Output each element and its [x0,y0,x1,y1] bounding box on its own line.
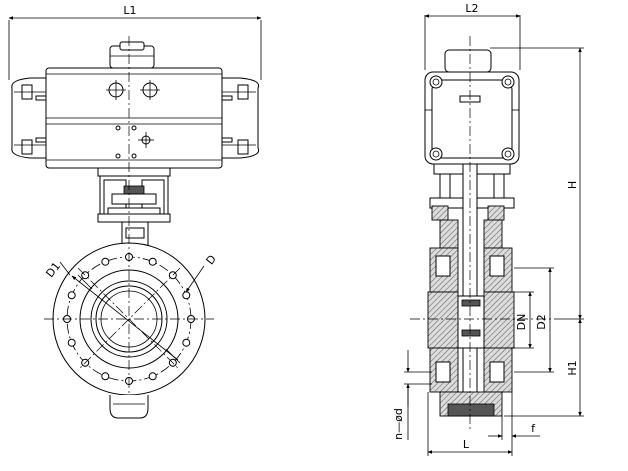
front-view [8,16,262,419]
label-h: H [566,181,579,189]
label-h1: H1 [566,360,579,375]
label-f: f [531,422,536,435]
mounting-flange [97,167,171,177]
label-l1: L1 [123,4,136,17]
label-l: L [463,438,470,451]
label-d: D [204,253,219,268]
indicator-top [444,49,492,73]
body-section [427,219,515,417]
label-n-phi-d: n—ød [392,408,405,440]
label-l2: L2 [465,2,478,15]
side-view [404,14,584,456]
label-dn: DN [515,314,528,331]
bottom-boss [109,395,149,419]
label-d2: D2 [535,314,548,329]
